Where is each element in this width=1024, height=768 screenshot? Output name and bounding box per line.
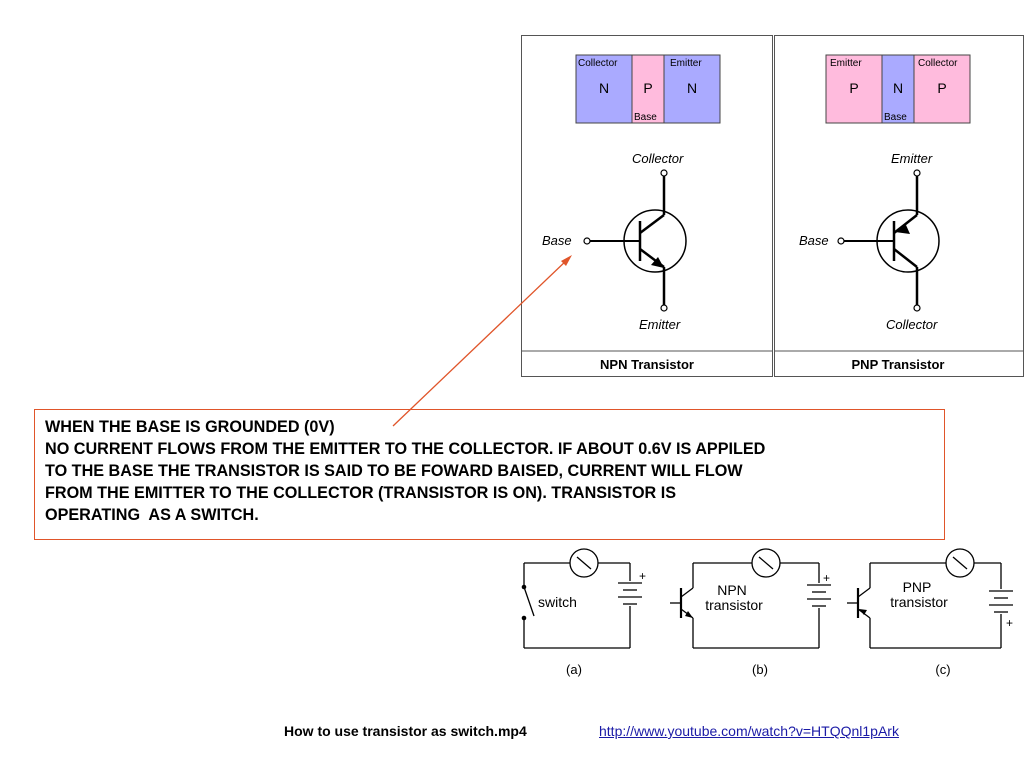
pnp-layer-diagram: Emitter Base Collector P N P [825,54,971,124]
pnp-emitter-layer-label: Emitter [830,58,862,69]
footer: How to use transistor as switch.mp4 http… [0,723,1024,745]
npn-emitter-layer-label: Emitter [670,58,702,69]
circuit-c-label-transistor: transistor [890,594,948,610]
pnp-symbol [843,175,940,307]
npn-caption: NPN Transistor [600,357,694,372]
note-line-4: FROM THE EMITTER TO THE COLLECTOR (TRANS… [45,484,677,502]
note-line-3: TO THE BASE THE TRANSISTOR IS SAID TO BE… [45,462,743,480]
circuit-a-plus-sign: + [639,569,646,583]
pnp-collector-layer-label: Collector [918,58,958,69]
circuit-a [523,548,642,649]
circuit-a-switch-label: switch [538,594,577,610]
circuit-b [670,548,831,649]
video-link[interactable]: http://www.youtube.com/watch?v=HTQQnl1pA… [599,723,899,739]
pnp-emitter-terminal-label: Emitter [891,151,933,166]
circuit-b-label-npn: NPN [717,582,747,598]
npn-emitter-terminal-label: Emitter [639,317,681,332]
npn-collector-layer-label: Collector [578,58,618,69]
circuit-c-plus-sign: + [1006,616,1013,630]
npn-base-terminal-label: Base [542,233,572,248]
video-title: How to use transistor as switch.mp4 [284,723,527,739]
npn-layer-diagram: Collector Base Emitter N P N [575,54,721,124]
transistor-figure: Collector Base Emitter N P N Collector B… [521,35,1024,377]
pnp-collector-terminal-label: Collector [886,317,938,332]
npn-symbol [589,175,687,307]
circuit-c-label-pnp: PNP [903,579,932,595]
circuit-c-caption: (c) [935,662,950,677]
pnp-layer-1: P [849,80,858,96]
note-line-5: OPERATING AS A SWITCH. [45,506,259,524]
note-line-2: NO CURRENT FLOWS FROM THE EMITTER TO THE… [45,440,766,458]
npn-layer-3: N [687,80,697,96]
pnp-base-layer-label: Base [884,112,907,123]
note-box: WHEN THE BASE IS GROUNDED (0V) NO CURREN… [34,409,945,540]
npn-layer-1: N [599,80,609,96]
switch-circuits: switch + (a) NPN transistor + (b) PNP tr… [521,548,1013,677]
circuit-b-label-transistor: transistor [705,597,763,613]
npn-layer-2: P [643,80,652,96]
note-line-1: WHEN THE BASE IS GROUNDED (0V) [45,418,335,436]
npn-base-layer-label: Base [634,112,657,123]
pnp-caption: PNP Transistor [852,357,945,372]
circuit-a-caption: (a) [566,662,582,677]
pnp-layer-2: N [893,80,903,96]
circuit-b-plus-sign: + [823,571,830,585]
circuit-c [847,548,1013,649]
circuit-b-caption: (b) [752,662,768,677]
npn-collector-terminal-label: Collector [632,151,684,166]
pnp-layer-3: P [937,80,946,96]
pnp-base-terminal-label: Base [799,233,829,248]
